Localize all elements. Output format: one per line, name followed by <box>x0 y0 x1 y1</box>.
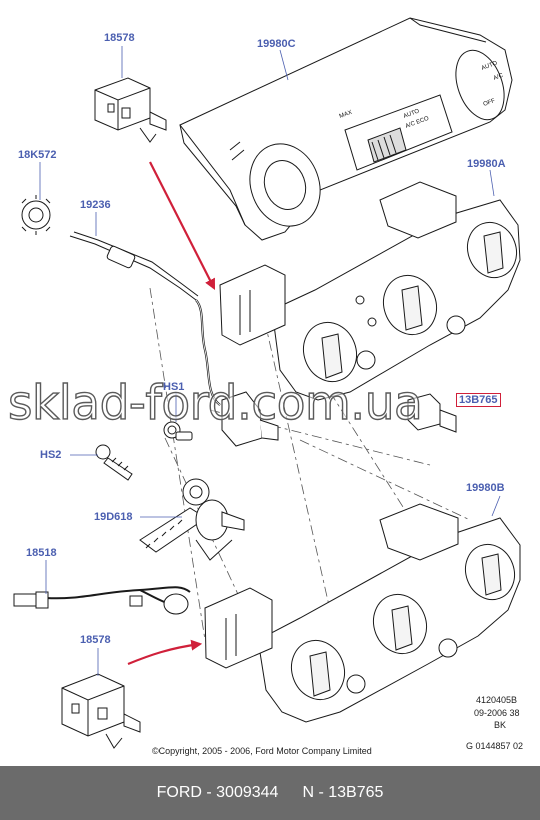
callout-leader-lines <box>39 46 501 676</box>
callout-18578-bottom: 18578 <box>80 634 111 646</box>
ref-number: 4120405B <box>476 695 518 705</box>
callout-19236: 19236 <box>80 199 111 211</box>
screw-hs1 <box>163 421 193 441</box>
copyright-notice: ©Copyright, 2005 - 2006, Ford Motor Comp… <box>152 746 372 756</box>
gear-18k572 <box>21 195 51 235</box>
wiring-harness-18518 <box>13 586 191 615</box>
part-13b765 <box>407 393 457 433</box>
ref-date: 09-2006 38 <box>474 708 520 718</box>
panel-auto-label: AUTO <box>481 60 499 71</box>
ref-initials: BK <box>494 720 507 730</box>
actuator-18578-bottom <box>61 673 141 749</box>
footer-bar: FORD - 3009344 N - 13B765 <box>0 766 540 820</box>
callout-13b765-highlighted: 13B765 <box>456 393 501 407</box>
panel-auto-small-label: AUTO <box>403 108 421 119</box>
screw-hs2 <box>95 444 133 481</box>
footer-reference: N - 13B765 <box>302 784 384 801</box>
control-cable-19236 <box>69 231 221 406</box>
ref-code: G 0144857 02 <box>466 741 524 751</box>
climate-control-panel-19980a <box>219 181 521 401</box>
climate-control-panel-19980c <box>179 17 513 241</box>
callout-18578-top: 18578 <box>104 32 135 44</box>
callout-19980a: 19980A <box>467 158 506 170</box>
footer-part-number: FORD - 3009344 <box>156 784 279 801</box>
mechanism-19d618 <box>139 478 245 561</box>
connector-housing <box>221 391 279 447</box>
watermark-text: sklad-ford.com.ua <box>7 375 423 431</box>
callout-18518: 18518 <box>26 547 57 559</box>
actuator-18578-top <box>94 77 167 143</box>
panel-off-label: OFF <box>483 98 497 108</box>
callout-19980c: 19980C <box>257 38 296 50</box>
red-direction-arrows <box>127 161 215 666</box>
panel-ac-label: A/C <box>493 73 505 82</box>
exploded-parts-diagram: AUTO A/C OFF MAX AUTO A/C ECO <box>13 17 521 749</box>
callout-18k572: 18K572 <box>18 149 57 161</box>
climate-control-panel-19980b <box>204 503 521 723</box>
panel-max-label: MAX <box>339 110 353 120</box>
callout-19980b: 19980B <box>466 482 505 494</box>
callout-19d618: 19D618 <box>94 511 133 523</box>
callout-hs2: HS2 <box>40 449 62 461</box>
callout-hs1: HS1 <box>163 381 185 393</box>
